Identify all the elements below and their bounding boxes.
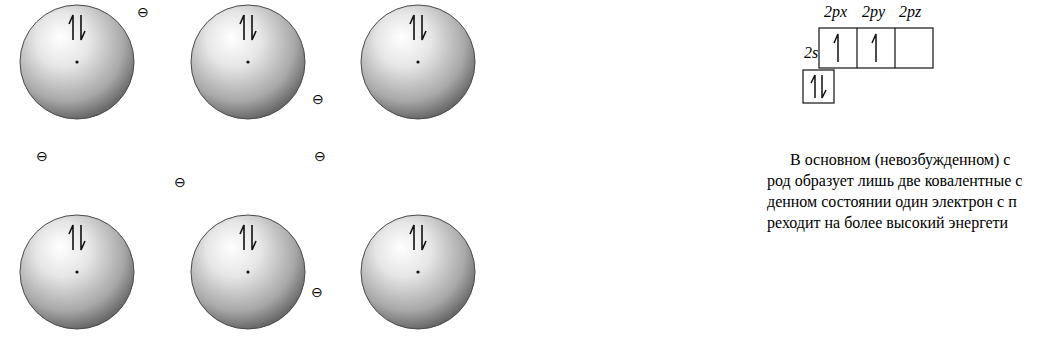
electron-symbol: ⊖ [311,285,323,302]
electron-symbol: ⊖ [312,92,324,109]
orbital-label: 2s [804,43,818,62]
electron-symbol: ⊖ [314,149,326,166]
text-line: реходит на более высокий энергети [767,213,1008,232]
text-line: В основном (невозбужденном) с [790,150,1010,169]
orbital-label: 2py [862,2,885,21]
electron-symbol: ⊖ [137,5,149,22]
electron-symbol: ⊖ [36,149,48,166]
text-line: денном состоянии один электрон с п [767,192,1017,211]
text-line: род образует лишь две ковалентные с [767,171,1022,190]
orbital-boxes [803,28,933,103]
electron-symbol: ⊖ [174,175,186,192]
atom-spheres [20,5,475,329]
orbital-label: 2pz [899,2,921,21]
orbital-label: 2px [824,2,847,21]
